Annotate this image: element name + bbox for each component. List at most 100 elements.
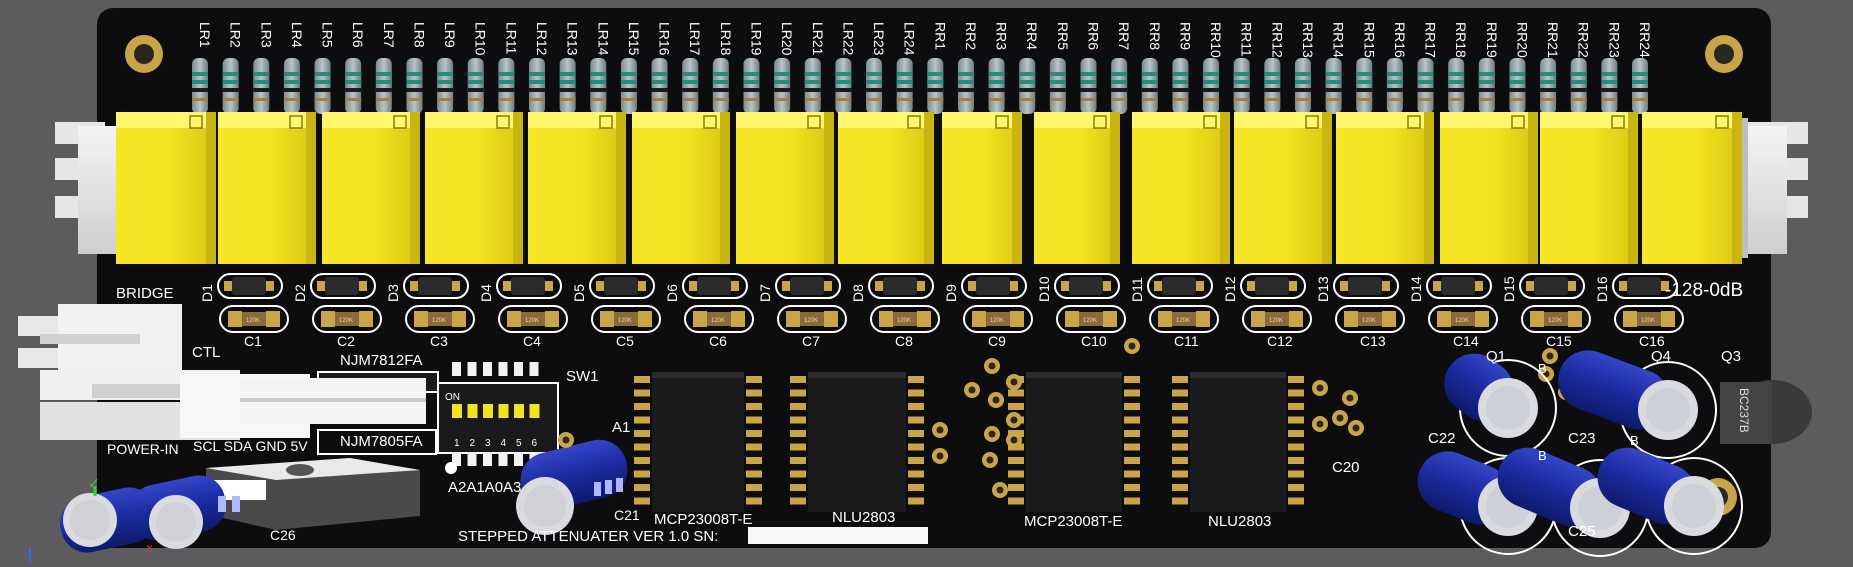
- resistor: [651, 58, 668, 114]
- via: [988, 392, 1004, 408]
- resistor: [1417, 58, 1434, 114]
- resistor-label: LR8: [411, 22, 427, 48]
- resistor-label: LR5: [320, 22, 336, 48]
- diode-label: D6: [664, 284, 680, 302]
- diode: [1519, 273, 1585, 299]
- smd-cap-marking: 120K: [1548, 318, 1562, 324]
- diode: [496, 273, 562, 299]
- resistor: [1049, 58, 1066, 114]
- smd-cap: 120K: [219, 305, 289, 333]
- reg2-outline: [317, 429, 437, 455]
- resistor-label: RR7: [1116, 22, 1132, 50]
- smd-cap-marking: 120K: [1362, 318, 1376, 324]
- chip4-label: NLU2803: [1208, 513, 1271, 530]
- via: [984, 358, 1000, 374]
- b-mark-3: B: [1630, 433, 1639, 448]
- ic-chip: [1008, 372, 1140, 512]
- via: [558, 432, 574, 448]
- diode: [589, 273, 655, 299]
- relay: [1132, 112, 1230, 264]
- resistor: [1356, 58, 1373, 114]
- resistor: [1509, 58, 1526, 114]
- relay: [116, 112, 216, 264]
- via: [1332, 410, 1348, 426]
- dip-toggle: [529, 404, 540, 418]
- smd-cap-label: C16: [1639, 333, 1665, 349]
- svg-text:✓: ✓: [88, 475, 100, 491]
- via: [1342, 390, 1358, 406]
- sw1-label: SW1: [566, 368, 599, 385]
- c20-label: C20: [1332, 459, 1360, 476]
- resistor-label: LR18: [718, 22, 734, 56]
- smd-cap-marking: 120K: [1083, 318, 1097, 324]
- bridge-connector: [18, 304, 182, 372]
- a1-label: A1: [612, 419, 630, 436]
- resistor-row: [192, 58, 1648, 114]
- c21-label: C21: [614, 507, 640, 523]
- origin-marker: ✓ ×: [29, 475, 153, 562]
- resistor-label: LR15: [626, 22, 642, 56]
- diode-label: D13: [1315, 276, 1331, 302]
- resistor: [222, 58, 239, 114]
- dip-number: 1: [454, 438, 460, 449]
- resistor: [957, 58, 974, 114]
- range-label: -128-0dB: [1665, 280, 1743, 301]
- dip-toggle: [498, 404, 509, 418]
- c25-label: C25: [1568, 523, 1596, 540]
- smd-cap: 120K: [777, 305, 847, 333]
- resistor: [774, 58, 791, 114]
- electrolytic-cap-c21: [516, 439, 628, 535]
- relay: [1336, 112, 1434, 264]
- resistor-label: LR13: [565, 22, 581, 56]
- smd-cap-label: C13: [1360, 333, 1386, 349]
- electrolytic-cap: [1444, 353, 1557, 457]
- resistor: [1264, 58, 1281, 114]
- ic-chip: [790, 372, 924, 512]
- resistor: [406, 58, 423, 114]
- resistor-label: LR24: [902, 22, 918, 56]
- resistor-label: RR15: [1361, 22, 1377, 58]
- via-cluster: [558, 338, 1574, 498]
- pin1-dot: [445, 462, 457, 474]
- diode: [868, 273, 934, 299]
- resistor: [896, 58, 913, 114]
- resistor-label: LR6: [350, 22, 366, 48]
- transistor-mark: BC237B: [1737, 388, 1751, 433]
- smd-cap: 120K: [1521, 305, 1591, 333]
- q3-label: Q3: [1721, 348, 1741, 365]
- dip-number: 4: [501, 438, 507, 449]
- dip-toggle: [514, 404, 524, 418]
- diode: [1054, 273, 1120, 299]
- resistor: [375, 58, 392, 114]
- resistor-label: RR13: [1300, 22, 1316, 58]
- dip-number: 5: [516, 438, 522, 449]
- diode-label: D8: [850, 284, 866, 302]
- relay: [425, 112, 523, 264]
- regulator-1: [240, 371, 439, 424]
- resistor-label: LR10: [473, 22, 489, 56]
- right-connector: [1740, 118, 1808, 258]
- resistor-label: RR20: [1514, 22, 1530, 58]
- resistor: [1325, 58, 1342, 114]
- smd-cap-marking: 120K: [618, 318, 632, 324]
- resistor-label: RR5: [1055, 22, 1071, 50]
- diode-label: D4: [478, 284, 494, 302]
- c22-label: C22: [1428, 430, 1456, 447]
- electrolytic-cap-c26b: [130, 475, 240, 549]
- resistor: [804, 58, 821, 114]
- resistor-label: RR17: [1423, 22, 1439, 58]
- diode-label: D10: [1036, 276, 1052, 302]
- smd-cap-label: C15: [1546, 333, 1572, 349]
- smd-cap: 120K: [684, 305, 754, 333]
- reg1-label: NJM7812FA: [340, 352, 423, 369]
- svg-text:×: ×: [146, 541, 153, 555]
- left-connector: [55, 118, 126, 258]
- resistor: [1601, 58, 1618, 114]
- resistor-label: RR1: [932, 22, 948, 50]
- resistor: [712, 58, 729, 114]
- smd-cap: 120K: [1428, 305, 1498, 333]
- smd-cap-row: 120KC1120KC2120KC3120KC4120KC5120KC6120K…: [219, 305, 1684, 349]
- smd-cap: 120K: [1335, 305, 1405, 333]
